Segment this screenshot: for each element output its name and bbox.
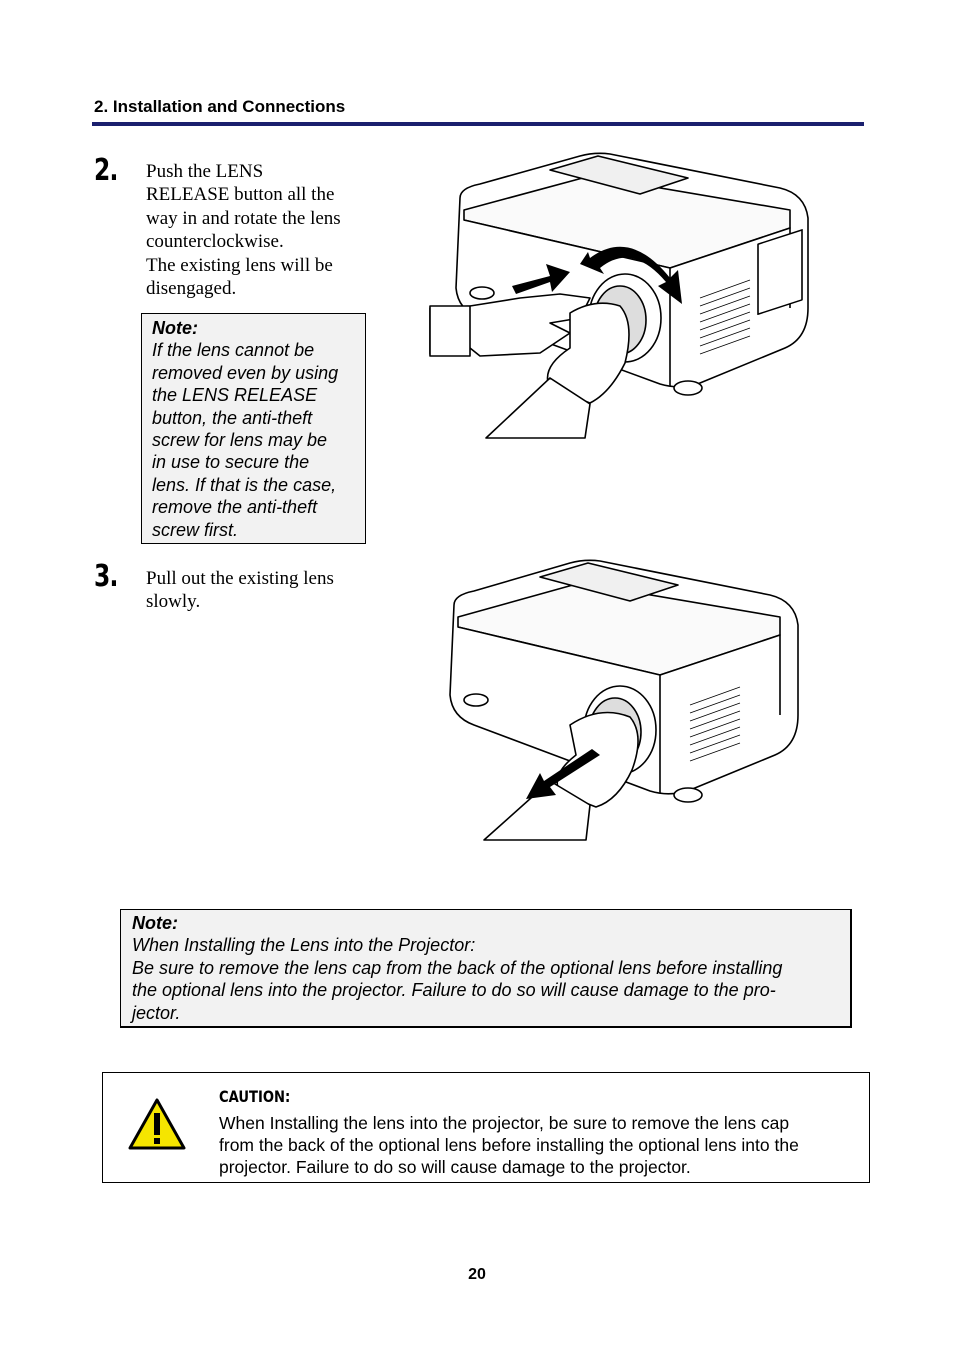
warning-triangle-icon <box>128 1098 186 1150</box>
caution-line: projector. Failure to do so will cause d… <box>219 1157 691 1177</box>
note-line: Be sure to remove the lens cap from the … <box>132 957 783 978</box>
text-line: Push the LENS <box>146 161 264 182</box>
page-number: 20 <box>468 1266 486 1283</box>
note-line: remove the anti-theft <box>152 497 318 518</box>
note-title: Note: <box>132 913 178 933</box>
step-2-note: Note: If the lens cannot be removed even… <box>141 313 366 544</box>
note-line: the LENS RELEASE <box>152 385 318 406</box>
note-line: in use to secure the <box>152 452 310 473</box>
text-line: counterclockwise. <box>146 231 284 253</box>
section-header: 2. Installation and Connections <box>94 97 346 116</box>
lens-removal-illustration <box>449 559 799 841</box>
text-line: disengaged. <box>146 278 237 300</box>
caution-line: When Installing the lens into the projec… <box>219 1113 790 1133</box>
caution-title: CAUTION: <box>219 1087 291 1106</box>
note-line: jector. <box>132 1002 181 1023</box>
text-line: RELEASE button all the <box>146 184 335 206</box>
step-2-instructions: Push the LENS RELEASE button all the way… <box>146 160 386 300</box>
caution-box: CAUTION: When Installing the lens into t… <box>102 1072 870 1183</box>
note-line: screw first. <box>152 519 239 540</box>
note-line: screw for lens may be <box>152 430 328 451</box>
note-line: removed even by using <box>152 362 339 383</box>
note-line: If the lens cannot be <box>152 340 315 361</box>
note-line: button, the anti-theft <box>152 407 313 428</box>
installation-note: Note: When Installing the Lens into the … <box>120 909 852 1028</box>
note-title: Note: <box>152 318 198 338</box>
lens-release-illustration <box>429 152 809 439</box>
step-2-number: 2. <box>94 153 118 188</box>
note-line: When Installing the Lens into the Projec… <box>132 935 476 956</box>
step-3-number: 3. <box>94 559 118 594</box>
step-3-instructions: Pull out the existing lens slowly. <box>146 567 386 614</box>
text-line: way in and rotate the lens <box>146 207 341 229</box>
text-line: slowly. <box>146 591 201 613</box>
header-divider <box>92 122 864 126</box>
caution-text: When Installing the lens into the projec… <box>219 1112 849 1178</box>
text-line: Pull out the existing lens <box>146 568 334 589</box>
text-line: The existing lens will be <box>146 254 333 276</box>
note-line: the optional lens into the projector. Fa… <box>132 980 776 1001</box>
caution-line: from the back of the optional lens befor… <box>219 1135 799 1155</box>
note-line: lens. If that is the case, <box>152 474 337 495</box>
